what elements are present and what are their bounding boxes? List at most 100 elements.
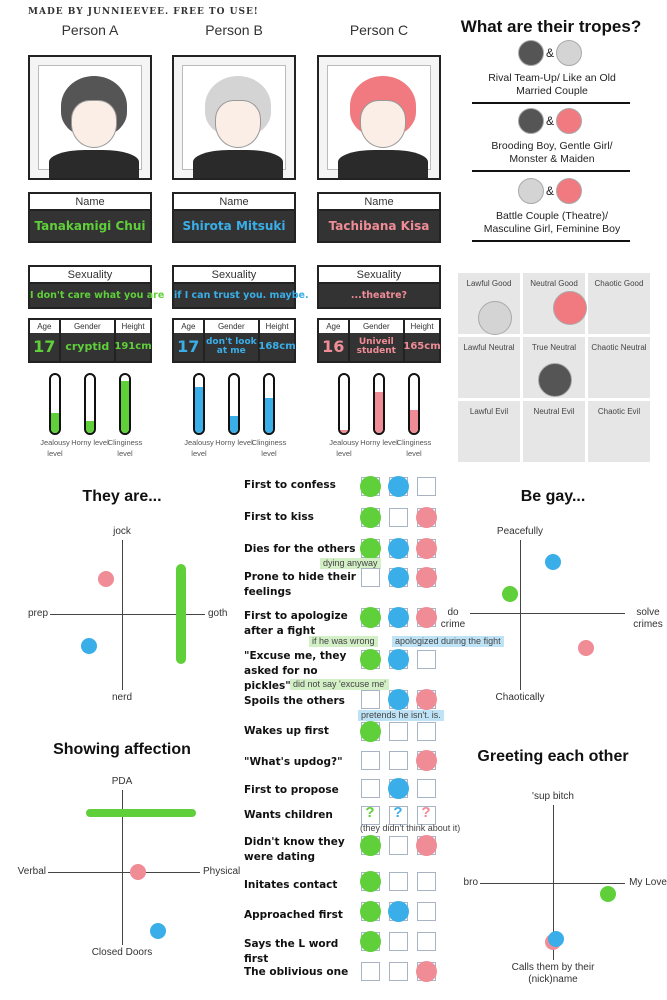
checkbox[interactable]: [417, 477, 436, 496]
axis-label-right: Physical: [203, 866, 241, 877]
chart-point: [577, 640, 594, 657]
checkbox[interactable]: [416, 750, 437, 771]
alignment-avatar: [538, 363, 572, 397]
chart-title: Greeting each other: [477, 748, 629, 765]
checkbox[interactable]: [360, 507, 381, 528]
portrait-frame: [327, 65, 431, 178]
y-axis: [553, 805, 554, 960]
sexuality-header: Sexuality: [319, 267, 439, 284]
checklist-label: Dies for the others: [244, 543, 356, 555]
check-mark: [416, 835, 437, 856]
checkbox[interactable]: [416, 961, 437, 982]
credit-text: MADE BY JUNNIEEVEE. FREE TO USE!: [28, 7, 259, 17]
level-tube: [84, 373, 96, 435]
level-label: Jealousy level: [40, 438, 70, 458]
checkbox[interactable]: [360, 538, 381, 559]
checkbox[interactable]: [389, 836, 408, 855]
checkbox[interactable]: [417, 932, 436, 951]
alignment-cell: Chaotic Neutral: [588, 337, 650, 398]
checkbox[interactable]: [416, 538, 437, 559]
tropes-title: What are their tropes?: [460, 17, 642, 36]
portrait-image: [317, 55, 441, 180]
axis-label-left: bro: [463, 877, 478, 888]
checkbox[interactable]: [388, 689, 409, 710]
checkbox[interactable]: [416, 507, 437, 528]
checkbox[interactable]: [360, 835, 381, 856]
checkbox[interactable]: ?: [389, 804, 408, 825]
axis-label-top: jock: [113, 526, 131, 537]
x-axis: [50, 614, 205, 615]
checkbox[interactable]: [417, 650, 436, 669]
person-label: Person C: [349, 22, 409, 38]
axis-label-bottom: Chaotically: [495, 692, 545, 703]
checkbox[interactable]: [389, 751, 408, 770]
checkbox[interactable]: [361, 568, 380, 587]
checkbox[interactable]: [417, 872, 436, 891]
chart-title: Showing affection: [53, 741, 191, 758]
checkbox[interactable]: [388, 778, 409, 799]
checkbox[interactable]: [389, 508, 408, 527]
checkbox[interactable]: ?: [417, 804, 436, 825]
checkbox[interactable]: [360, 871, 381, 892]
checkbox[interactable]: [389, 962, 408, 981]
checkbox[interactable]: [361, 779, 380, 798]
checkbox[interactable]: [361, 962, 380, 981]
question-mark: ?: [365, 804, 375, 821]
checkbox[interactable]: [361, 690, 380, 709]
name-value: Shirota Mitsuki: [182, 219, 286, 233]
level-fill: [230, 415, 238, 433]
trope-divider: [472, 170, 630, 172]
age-header: Age: [319, 320, 348, 333]
level-fill: [340, 430, 348, 433]
gender-header: Gender: [60, 320, 114, 333]
checkbox[interactable]: [416, 567, 437, 588]
checkbox[interactable]: [360, 931, 381, 952]
checkbox[interactable]: [360, 721, 381, 742]
alignment-avatar: [478, 301, 512, 335]
age-value: 16: [322, 336, 345, 356]
checkbox[interactable]: [360, 901, 381, 922]
chart-title: They are...: [82, 488, 162, 505]
chart-point: [544, 554, 561, 570]
checkbox[interactable]: [416, 689, 437, 710]
level-tube: [408, 373, 420, 435]
checklist-label: First to apologize after a fight: [244, 610, 348, 637]
checkbox[interactable]: [360, 649, 381, 670]
alignment-label: Neutral Good: [530, 279, 578, 288]
level-fill: [195, 386, 203, 433]
checkbox[interactable]: [388, 901, 409, 922]
checkbox[interactable]: [417, 779, 436, 798]
checkbox[interactable]: [388, 567, 409, 588]
checkbox[interactable]: [416, 607, 437, 628]
alignment-label: Lawful Evil: [469, 407, 509, 416]
checkbox[interactable]: [360, 476, 381, 497]
checkbox[interactable]: [361, 751, 380, 770]
chart-point: [130, 864, 147, 880]
checklist-label: Says the L word first: [244, 938, 339, 965]
checkbox[interactable]: [360, 607, 381, 628]
name-header: Name: [319, 194, 439, 211]
checkbox[interactable]: [388, 538, 409, 559]
checkbox[interactable]: [389, 932, 408, 951]
gender-value: don't look at me: [205, 336, 257, 356]
height-header: Height: [405, 320, 439, 333]
checkbox[interactable]: [417, 722, 436, 741]
checklist-label: Approached first: [244, 909, 343, 921]
checkbox[interactable]: [388, 649, 409, 670]
checkbox[interactable]: [416, 835, 437, 856]
checkbox[interactable]: [417, 902, 436, 921]
checkbox[interactable]: [389, 722, 408, 741]
axis-label-top: Peacefully: [496, 526, 544, 537]
checkbox[interactable]: [388, 607, 409, 628]
age-value: 17: [33, 336, 56, 356]
chart-point: [97, 570, 114, 587]
alignment-avatar: [553, 291, 587, 325]
check-mark: [388, 778, 409, 799]
ampersand: &: [545, 46, 554, 60]
checkbox[interactable]: ?: [361, 804, 380, 825]
checkbox[interactable]: [389, 872, 408, 891]
checkbox[interactable]: [388, 476, 409, 497]
